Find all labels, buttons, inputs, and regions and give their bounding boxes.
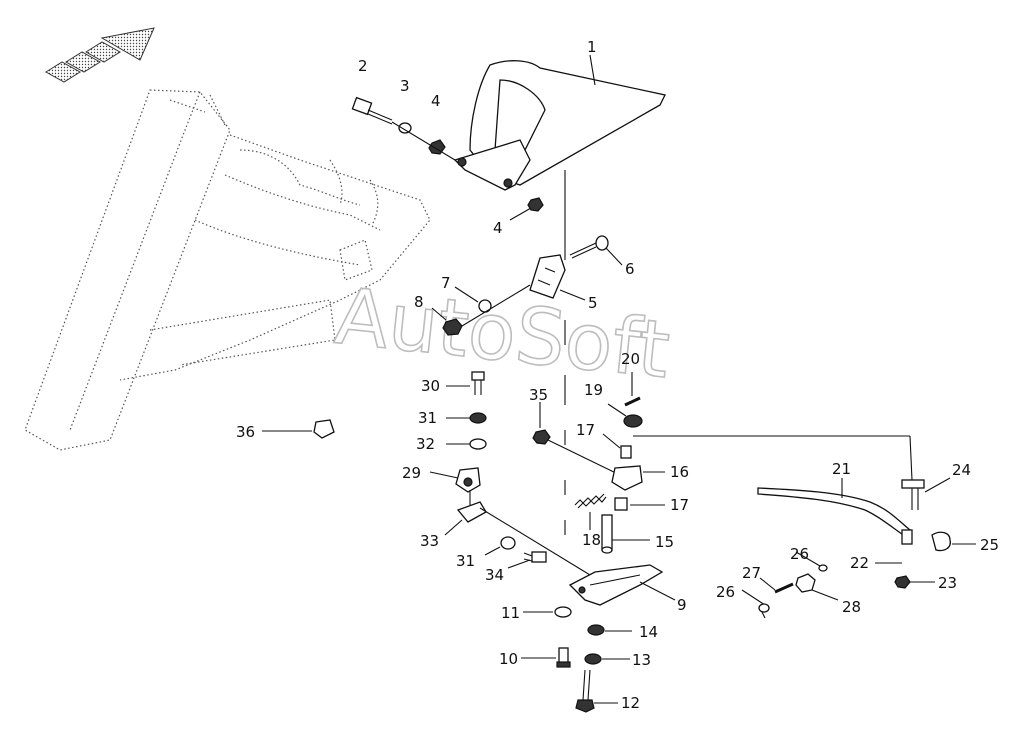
label-5: 5 bbox=[588, 294, 598, 312]
label-31-lower: 31 bbox=[456, 552, 475, 570]
part-18-spring[interactable] bbox=[574, 493, 607, 509]
label-31: 31 bbox=[418, 409, 437, 427]
label-19: 19 bbox=[584, 381, 603, 399]
part-26-pin-upper[interactable] bbox=[795, 551, 828, 572]
label-21: 21 bbox=[832, 460, 851, 478]
label-12: 12 bbox=[621, 694, 640, 712]
label-27: 27 bbox=[742, 564, 761, 582]
watermark-text: AutoSoft bbox=[331, 272, 674, 397]
part-14-washer[interactable] bbox=[587, 624, 605, 636]
label-29: 29 bbox=[402, 464, 421, 482]
label-11: 11 bbox=[501, 604, 520, 622]
part-8-nut[interactable] bbox=[442, 318, 463, 336]
part-10-bolt[interactable] bbox=[556, 647, 571, 668]
part-36-clip[interactable] bbox=[313, 419, 335, 439]
label-17: 17 bbox=[576, 421, 595, 439]
label-4: 4 bbox=[431, 92, 441, 110]
part-20-pin[interactable] bbox=[624, 396, 641, 407]
direction-arrow-icon bbox=[45, 27, 155, 83]
part-16-bracket[interactable] bbox=[611, 465, 643, 491]
part-34-bolt[interactable] bbox=[523, 551, 547, 563]
label-4-lower: 4 bbox=[493, 219, 503, 237]
part-4-nut-lower[interactable] bbox=[527, 197, 544, 212]
callout-labels: 1 2 3 4 4 5 6 7 8 9 10 11 12 13 14 15 16… bbox=[236, 38, 999, 712]
part-32-washer[interactable] bbox=[469, 438, 487, 450]
part-25-clip[interactable] bbox=[931, 531, 951, 552]
label-25: 25 bbox=[980, 536, 999, 554]
label-22: 22 bbox=[850, 554, 869, 572]
part-23-nut[interactable] bbox=[894, 575, 911, 589]
label-28: 28 bbox=[842, 598, 861, 616]
label-9: 9 bbox=[677, 596, 687, 614]
part-4-nut[interactable] bbox=[428, 139, 446, 155]
part-19-washer[interactable] bbox=[623, 414, 643, 428]
part-2-bolt[interactable] bbox=[351, 96, 393, 125]
label-3: 3 bbox=[400, 77, 410, 95]
label-1: 1 bbox=[587, 38, 597, 56]
label-13: 13 bbox=[632, 651, 651, 669]
label-16: 16 bbox=[670, 463, 689, 481]
part-17-bushing[interactable] bbox=[620, 445, 632, 459]
part-22-sleeve[interactable] bbox=[901, 529, 913, 545]
label-30: 30 bbox=[421, 377, 440, 395]
part-13-washer[interactable] bbox=[584, 653, 602, 665]
label-17-lower: 17 bbox=[670, 496, 689, 514]
part-3-washer[interactable] bbox=[398, 122, 412, 134]
part-12-bolt[interactable] bbox=[575, 669, 595, 713]
part-9-lever[interactable] bbox=[568, 564, 664, 606]
label-10: 10 bbox=[499, 650, 518, 668]
label-32: 32 bbox=[416, 435, 435, 453]
part-17-bushing-lower[interactable] bbox=[614, 497, 628, 511]
label-36: 36 bbox=[236, 423, 255, 441]
label-34: 34 bbox=[485, 566, 504, 584]
chute-body-outline bbox=[24, 89, 431, 451]
label-8: 8 bbox=[414, 293, 424, 311]
part-1-deflector[interactable] bbox=[453, 60, 666, 191]
part-26-pin-lower[interactable] bbox=[741, 589, 770, 619]
label-6: 6 bbox=[625, 260, 635, 278]
label-26-lower: 26 bbox=[716, 583, 735, 601]
label-35: 35 bbox=[529, 386, 548, 404]
label-26: 26 bbox=[790, 545, 809, 563]
part-11-washer[interactable] bbox=[554, 606, 572, 618]
label-23: 23 bbox=[938, 574, 957, 592]
part-27-pin[interactable] bbox=[774, 582, 794, 594]
part-35-nut[interactable] bbox=[532, 429, 551, 445]
label-24: 24 bbox=[952, 461, 971, 479]
label-33: 33 bbox=[420, 532, 439, 550]
part-21-cable[interactable] bbox=[757, 487, 911, 540]
part-5-bracket[interactable] bbox=[529, 254, 566, 299]
label-18: 18 bbox=[582, 531, 601, 549]
label-20: 20 bbox=[621, 350, 640, 368]
part-31-washer[interactable] bbox=[469, 412, 487, 424]
part-24-bolt[interactable] bbox=[901, 479, 925, 510]
label-14: 14 bbox=[639, 623, 658, 641]
part-29-actuator[interactable] bbox=[455, 467, 481, 493]
part-33-bracket[interactable] bbox=[456, 490, 487, 523]
part-15-shaft[interactable] bbox=[601, 514, 613, 554]
label-15: 15 bbox=[655, 533, 674, 551]
part-31-washer-lower[interactable] bbox=[500, 536, 516, 550]
part-30-bolt[interactable] bbox=[471, 371, 485, 395]
label-7: 7 bbox=[441, 274, 451, 292]
part-28-nut[interactable] bbox=[795, 573, 816, 593]
part-6-screw[interactable] bbox=[569, 235, 609, 259]
label-2: 2 bbox=[358, 57, 368, 75]
